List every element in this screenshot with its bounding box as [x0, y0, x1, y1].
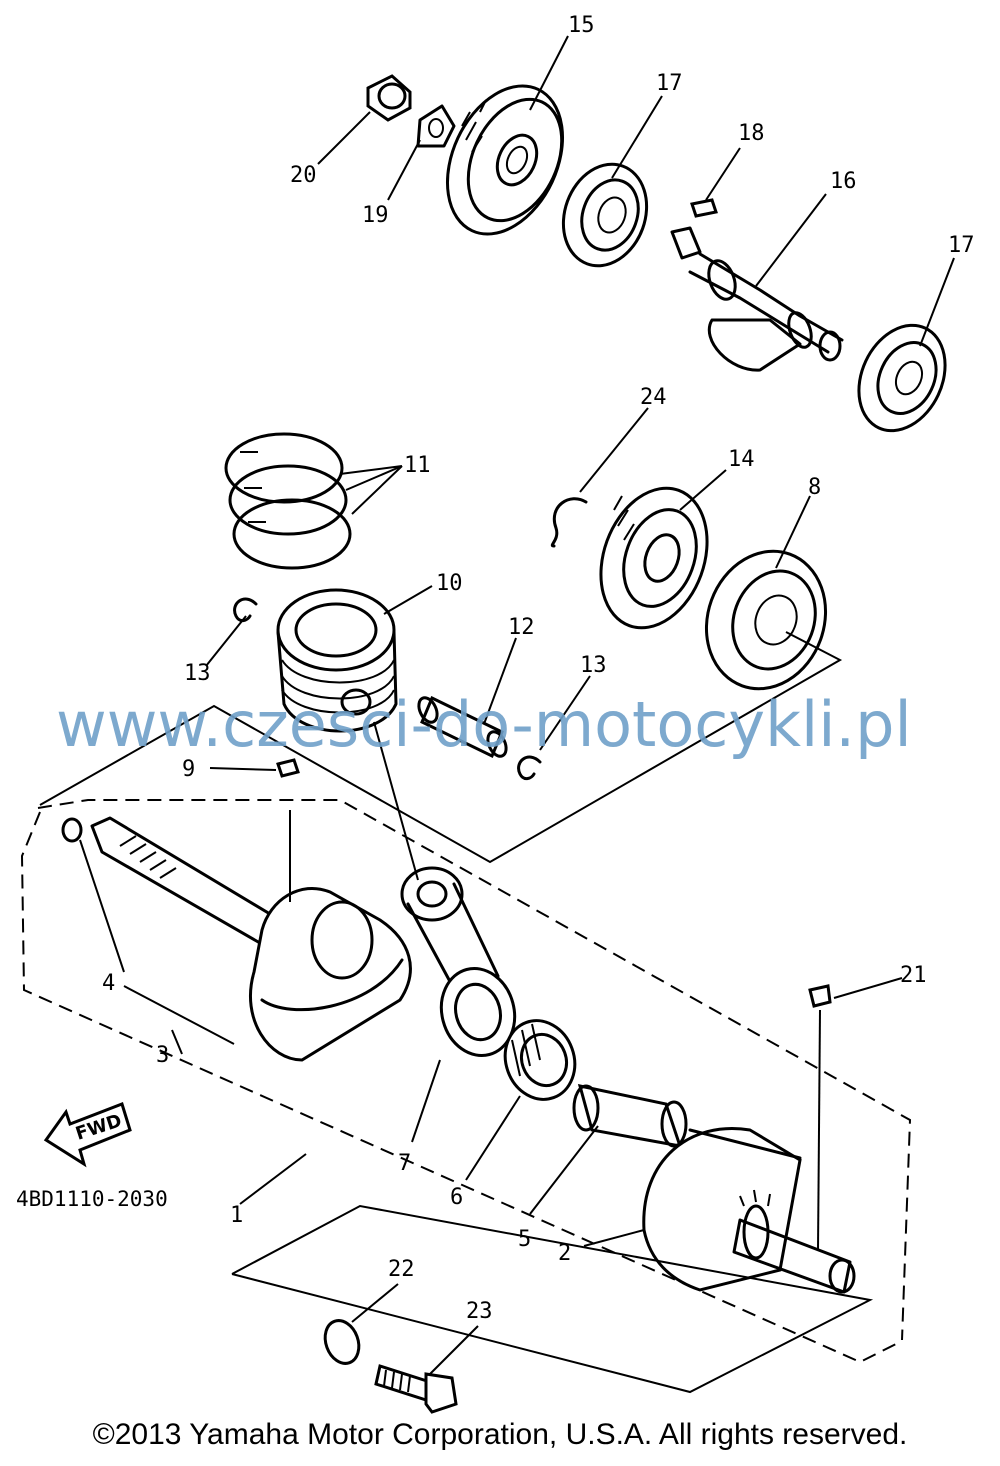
callout-19: 19: [362, 203, 389, 228]
part-17-bearing-upper: [561, 162, 649, 268]
callout-6: 6: [450, 1185, 463, 1210]
part-19-lock-washer: [416, 104, 456, 148]
callout-7: 7: [398, 1151, 411, 1176]
forward-arrow-icon: FWD: [43, 1102, 132, 1168]
part-20-nut: [366, 74, 412, 122]
part-14-drive-gear: [599, 486, 709, 630]
part-17-bearing-lower: [857, 323, 947, 433]
callout-20: 20: [290, 163, 317, 188]
callout-24: 24: [640, 385, 667, 410]
part-6-needle-bearing: [503, 1019, 577, 1101]
assembly-outline-crankshaft: [20, 799, 912, 1364]
part-2-crankshaft-right: [642, 1127, 856, 1294]
part-10-piston: [276, 588, 398, 733]
callout-17-upper: 17: [656, 71, 683, 96]
part-4-washer: [61, 817, 83, 843]
part-21-woodruff-key: [808, 984, 832, 1008]
part-5-crank-pin: [572, 1084, 688, 1148]
callout-labels: 15 20 19 17 18 16 17 24 14 8 11 10 13 12…: [102, 13, 975, 1324]
part-9-woodruff-key: [276, 758, 300, 778]
part-7-connecting-rod: [400, 866, 517, 1058]
callout-17-lower: 17: [948, 233, 975, 258]
assembly-outline-bolt: [231, 1204, 874, 1394]
callout-2: 2: [558, 1241, 571, 1266]
callout-14: 14: [728, 447, 755, 472]
part-18-woodruff-key: [690, 198, 718, 218]
callout-13-right: 13: [580, 653, 607, 678]
callout-9: 9: [182, 757, 195, 782]
callout-22: 22: [388, 1257, 415, 1282]
callout-18: 18: [738, 121, 765, 146]
callout-15: 15: [568, 13, 595, 38]
drawing-code: 4BD1110-2030: [16, 1187, 168, 1211]
callout-23: 23: [466, 1299, 493, 1324]
callout-1: 1: [230, 1203, 243, 1228]
callout-11: 11: [404, 453, 431, 478]
part-3-crankshaft-left: [90, 816, 412, 1062]
part-22-washer: [323, 1319, 361, 1365]
leader-lines: [79, 35, 955, 1375]
part-24-circlip: [550, 497, 588, 548]
part-15-balancer-drive-gear: [445, 84, 565, 236]
watermark-url: www.czesci-do-motocykli.pl: [56, 688, 912, 761]
callout-21: 21: [900, 963, 927, 988]
callout-12: 12: [508, 615, 535, 640]
callout-3: 3: [156, 1043, 169, 1068]
callout-10: 10: [436, 571, 463, 596]
part-13-piston-pin-clip-right: [517, 755, 542, 781]
callout-4: 4: [102, 971, 115, 996]
part-8-crank-bearing: [704, 549, 828, 691]
part-11-piston-ring-set: [224, 432, 352, 570]
callout-16: 16: [830, 169, 857, 194]
callout-5: 5: [518, 1227, 531, 1252]
copyright-notice: ©2013 Yamaha Motor Corporation, U.S.A. A…: [92, 1418, 908, 1451]
callout-8: 8: [808, 475, 821, 500]
assembly-outline-piston: [39, 631, 843, 864]
part-16-balancer-shaft: [670, 226, 844, 372]
part-23-bolt: [374, 1364, 458, 1414]
part-12-piston-pin: [417, 695, 508, 759]
part-13-piston-pin-clip-left: [233, 597, 258, 623]
callout-13-left: 13: [184, 661, 211, 686]
